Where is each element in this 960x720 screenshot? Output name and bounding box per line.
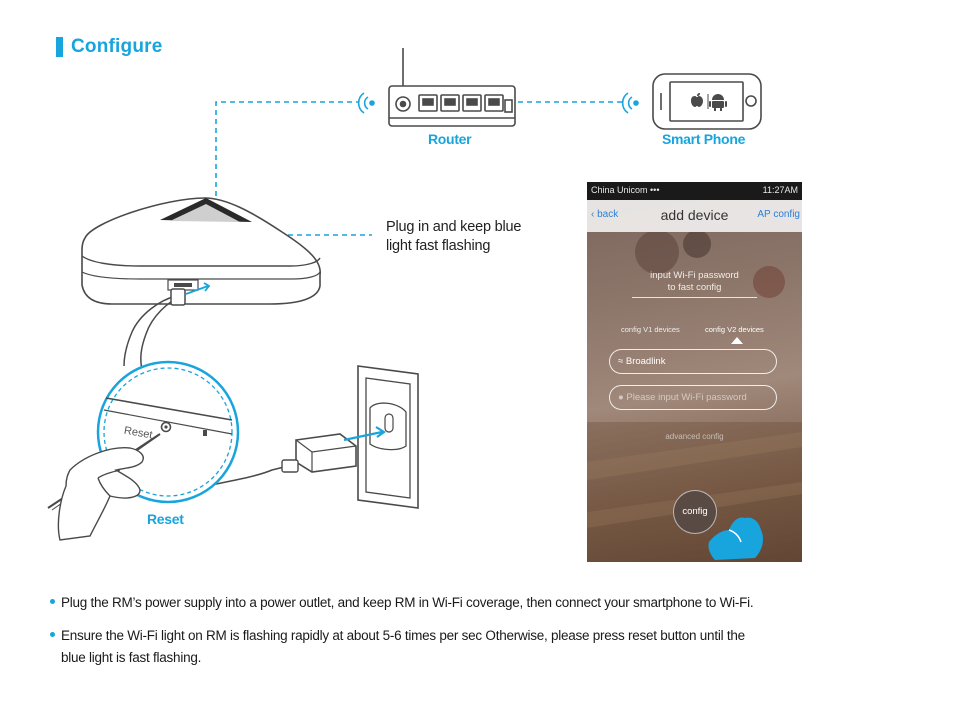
password-field[interactable]: ● Please input Wi-Fi password [609, 385, 777, 410]
apple-icon [691, 93, 703, 107]
wifi-signal-icon [357, 92, 375, 114]
device-router-link [215, 101, 358, 196]
config-button[interactable]: config [673, 490, 717, 534]
wifi-connection-lines [215, 101, 622, 236]
android-icon [709, 94, 727, 111]
broadlink-rm-device-icon [81, 197, 321, 305]
back-label: back [597, 209, 619, 220]
device-note-line2: light fast flashing [386, 238, 491, 254]
bullet-dot [50, 631, 55, 637]
device-note: Plug in and keep blue light fast flashin… [386, 218, 556, 256]
instruction-text-1: Plug the RM’s power supply into a power … [61, 595, 754, 610]
clock-text: 11:27AM [762, 185, 798, 195]
section-heading: Configure [56, 36, 163, 58]
password-placeholder: Please input Wi-Fi password [626, 392, 747, 403]
instruction-bullet-2: Ensure the Wi-Fi light on RM is flashing… [50, 625, 930, 669]
hand-icon [47, 433, 161, 541]
wifi-icon: ≈ [618, 356, 624, 367]
device-note-line1: Plug in and keep blue [386, 219, 522, 235]
router-icon [388, 48, 516, 127]
screen-title: add device [660, 207, 729, 223]
hint-line2: to fast config [667, 282, 722, 293]
ssid-value: Broadlink [625, 356, 666, 367]
app-nav-bar: add device ‹ back AP config [587, 200, 802, 232]
router-label: Router [428, 131, 472, 147]
ap-config-link[interactable]: AP config [757, 209, 800, 220]
selected-tab-indicator [731, 337, 743, 344]
instruction-bullet-1: Plug the RM’s power supply into a power … [50, 592, 930, 614]
carrier-text: China Unicom ••• [591, 185, 660, 195]
heading-accent-bar [56, 37, 63, 57]
power-adapter-plug [281, 426, 386, 473]
power-outlet-icon [357, 365, 419, 509]
divider [632, 297, 757, 298]
advanced-config-link[interactable]: advanced config [665, 432, 724, 441]
smartphone-icon [652, 73, 762, 130]
bullet-dot [50, 598, 55, 604]
reset-button-label: Reset [123, 425, 153, 442]
instruction-text-2b: blue light is fast flashing. [61, 650, 202, 665]
back-button[interactable]: ‹ back [591, 209, 619, 220]
lock-icon: ● [618, 392, 624, 403]
password-hint: input Wi-Fi password to fast config [627, 270, 762, 294]
hint-line1: input Wi-Fi password [650, 270, 739, 281]
ssid-field[interactable]: ≈ Broadlink [609, 349, 777, 374]
status-bar: China Unicom ••• 11:27AM [587, 182, 802, 200]
reset-label: Reset [147, 511, 184, 527]
app-screenshot: China Unicom ••• 11:27AM add device ‹ ba… [587, 182, 802, 562]
tab-config-v2[interactable]: config V2 devices [705, 325, 764, 334]
tab-config-v1[interactable]: config V1 devices [621, 325, 680, 334]
smart-phone-label: Smart Phone [662, 131, 746, 147]
instruction-text-2a: Ensure the Wi-Fi light on RM is flashing… [61, 628, 745, 643]
heading-title: Configure [71, 36, 163, 57]
wifi-signal-icon [621, 92, 639, 114]
tap-hand-icon [708, 517, 763, 560]
